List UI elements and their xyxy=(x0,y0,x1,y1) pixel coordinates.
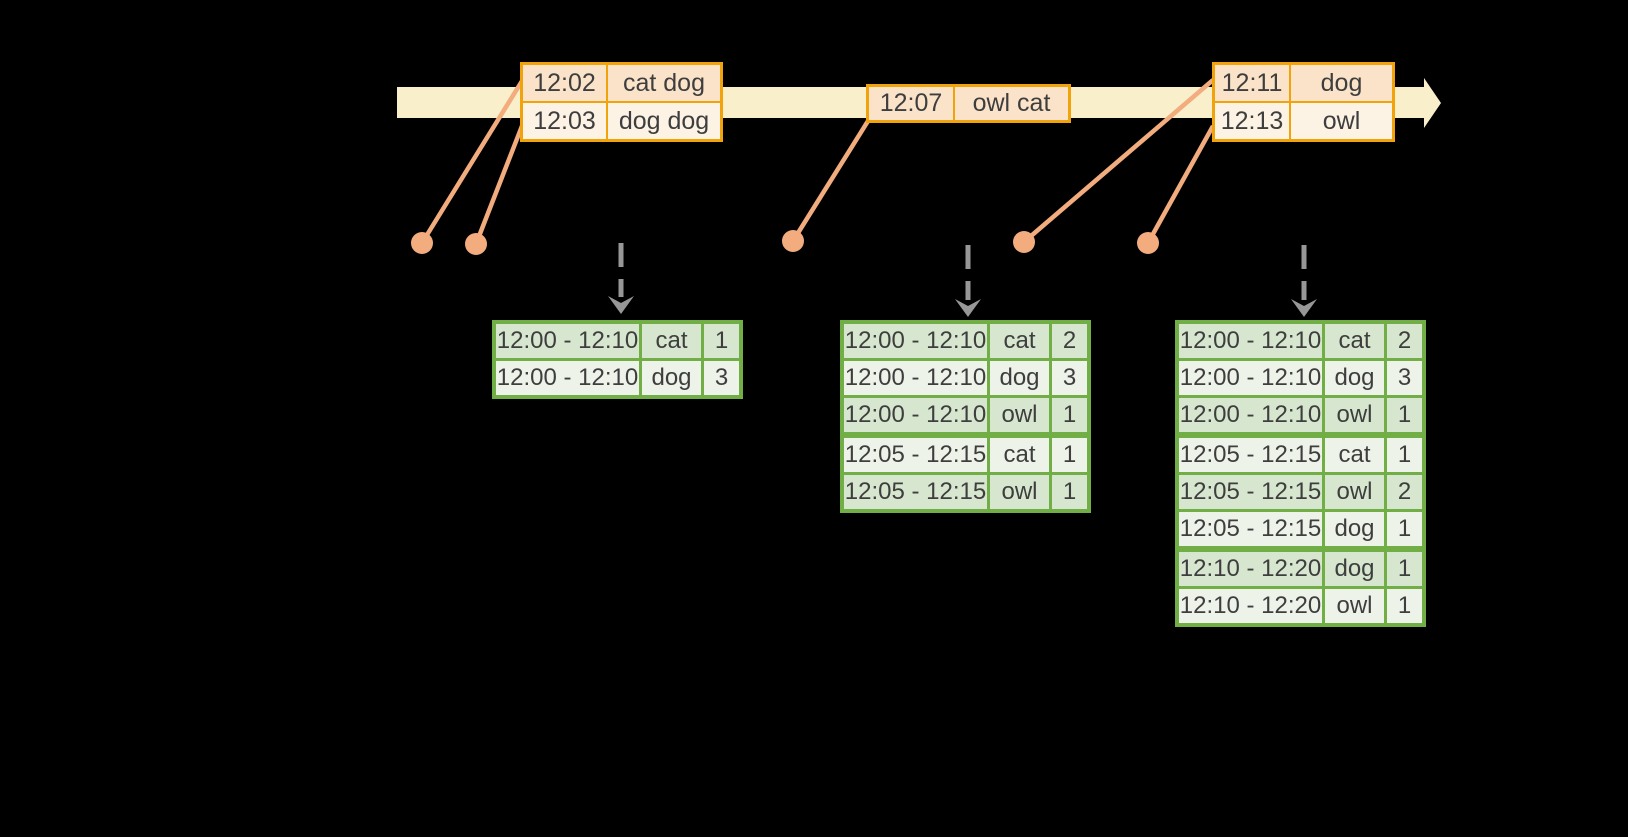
result-table-1: 12:00 - 12:10 cat 1 12:00 - 12:10 dog 3 xyxy=(492,320,743,399)
event-time-cell: 12:02 xyxy=(523,65,606,101)
word-cell: dog xyxy=(1322,552,1384,586)
window-cell: 12:00 - 12:10 xyxy=(496,361,639,395)
window-cell: 12:00 - 12:10 xyxy=(844,324,987,358)
count-cell: 1 xyxy=(1384,512,1422,546)
result-table-2: 12:00 - 12:10 cat 2 12:00 - 12:10 dog 3 … xyxy=(840,320,1091,513)
word-cell: dog xyxy=(1322,512,1384,546)
word-cell: cat xyxy=(987,438,1049,472)
result-table-row: 12:00 - 12:10 cat 1 xyxy=(496,324,739,358)
result-table-row: 12:00 - 12:10 dog 3 xyxy=(1179,358,1422,395)
count-cell: 3 xyxy=(1384,361,1422,395)
count-cell: 1 xyxy=(1049,398,1087,432)
event-table-3: 12:11 dog 12:13 owl xyxy=(1212,62,1395,142)
window-cell: 12:00 - 12:10 xyxy=(1179,398,1322,432)
result-table-row: 12:05 - 12:15 dog 1 xyxy=(1179,509,1422,546)
event-row: 12:02 cat dog xyxy=(523,65,720,101)
count-cell: 1 xyxy=(1384,398,1422,432)
window-cell: 12:00 - 12:10 xyxy=(844,361,987,395)
window-cell: 12:00 - 12:10 xyxy=(496,324,639,358)
window-cell: 12:05 - 12:15 xyxy=(844,438,987,472)
window-cell: 12:10 - 12:20 xyxy=(1179,552,1322,586)
connector-line xyxy=(1146,124,1215,245)
word-cell: owl xyxy=(987,398,1049,432)
count-cell: 1 xyxy=(1384,589,1422,623)
window-cell: 12:05 - 12:15 xyxy=(1179,438,1322,472)
result-table-row: 12:00 - 12:10 cat 2 xyxy=(1179,324,1422,358)
window-cell: 12:05 - 12:15 xyxy=(1179,475,1322,509)
count-cell: 2 xyxy=(1049,324,1087,358)
connector-line xyxy=(1022,78,1215,244)
connector-line xyxy=(420,79,524,245)
word-cell: owl xyxy=(1322,398,1384,432)
count-cell: 2 xyxy=(1384,475,1422,509)
result-table-row: 12:00 - 12:10 dog 3 xyxy=(496,358,739,395)
event-dot xyxy=(411,232,433,254)
result-table-row: 12:00 - 12:10 dog 3 xyxy=(844,358,1087,395)
event-time-cell: 12:07 xyxy=(869,87,953,120)
event-words-cell: dog dog xyxy=(606,103,720,139)
window-cell: 12:00 - 12:10 xyxy=(844,398,987,432)
result-table-row: 12:05 - 12:15 owl 2 xyxy=(1179,472,1422,509)
event-table-2: 12:07 owl cat xyxy=(866,84,1071,123)
result-table-row: 12:05 - 12:15 cat 1 xyxy=(1179,432,1422,472)
word-cell: cat xyxy=(1322,438,1384,472)
event-table-1: 12:02 cat dog 12:03 dog dog xyxy=(520,62,723,142)
event-time-cell: 12:03 xyxy=(523,103,606,139)
event-dot xyxy=(782,230,804,252)
event-words-cell: cat dog xyxy=(606,65,720,101)
count-cell: 1 xyxy=(1384,438,1422,472)
event-time-cell: 12:13 xyxy=(1215,103,1289,139)
count-cell: 3 xyxy=(1049,361,1087,395)
window-cell: 12:00 - 12:10 xyxy=(1179,361,1322,395)
word-cell: owl xyxy=(987,475,1049,509)
result-table-row: 12:00 - 12:10 owl 1 xyxy=(1179,395,1422,432)
trigger-arrowhead-icon xyxy=(608,296,634,314)
word-cell: owl xyxy=(1322,589,1384,623)
event-row: 12:07 owl cat xyxy=(869,87,1068,120)
result-table-row: 12:05 - 12:15 cat 1 xyxy=(844,432,1087,472)
result-table-row: 12:00 - 12:10 cat 2 xyxy=(844,324,1087,358)
count-cell: 2 xyxy=(1384,324,1422,358)
word-cell: owl xyxy=(1322,475,1384,509)
connector-line xyxy=(791,119,870,243)
event-dot xyxy=(1137,232,1159,254)
event-words-cell: owl cat xyxy=(953,87,1068,120)
event-time-cell: 12:11 xyxy=(1215,65,1289,101)
count-cell: 1 xyxy=(1049,475,1087,509)
connector-line xyxy=(473,125,525,245)
count-cell: 1 xyxy=(701,324,739,358)
window-cell: 12:05 - 12:15 xyxy=(1179,512,1322,546)
event-row: 12:13 owl xyxy=(1215,101,1392,139)
word-cell: dog xyxy=(639,361,701,395)
trigger-arrowhead-icon xyxy=(955,299,981,317)
word-cell: cat xyxy=(1322,324,1384,358)
result-table-3: 12:00 - 12:10 cat 2 12:00 - 12:10 dog 3 … xyxy=(1175,320,1426,627)
word-cell: cat xyxy=(987,324,1049,358)
window-cell: 12:00 - 12:10 xyxy=(1179,324,1322,358)
timeline-arrowhead-icon xyxy=(1424,78,1441,128)
event-row: 12:03 dog dog xyxy=(523,101,720,139)
result-table-row: 12:05 - 12:15 owl 1 xyxy=(844,472,1087,509)
word-cell: dog xyxy=(987,361,1049,395)
count-cell: 1 xyxy=(1049,438,1087,472)
window-cell: 12:05 - 12:15 xyxy=(844,475,987,509)
event-words-cell: dog xyxy=(1289,65,1392,101)
word-cell: dog xyxy=(1322,361,1384,395)
result-table-row: 12:00 - 12:10 owl 1 xyxy=(844,395,1087,432)
count-cell: 1 xyxy=(1384,552,1422,586)
count-cell: 3 xyxy=(701,361,739,395)
word-cell: cat xyxy=(639,324,701,358)
event-dot xyxy=(1013,231,1035,253)
event-words-cell: owl xyxy=(1289,103,1392,139)
event-row: 12:11 dog xyxy=(1215,65,1392,101)
event-dot xyxy=(465,233,487,255)
result-table-row: 12:10 - 12:20 dog 1 xyxy=(1179,546,1422,586)
window-cell: 12:10 - 12:20 xyxy=(1179,589,1322,623)
trigger-arrowhead-icon xyxy=(1291,299,1317,317)
result-table-row: 12:10 - 12:20 owl 1 xyxy=(1179,586,1422,623)
